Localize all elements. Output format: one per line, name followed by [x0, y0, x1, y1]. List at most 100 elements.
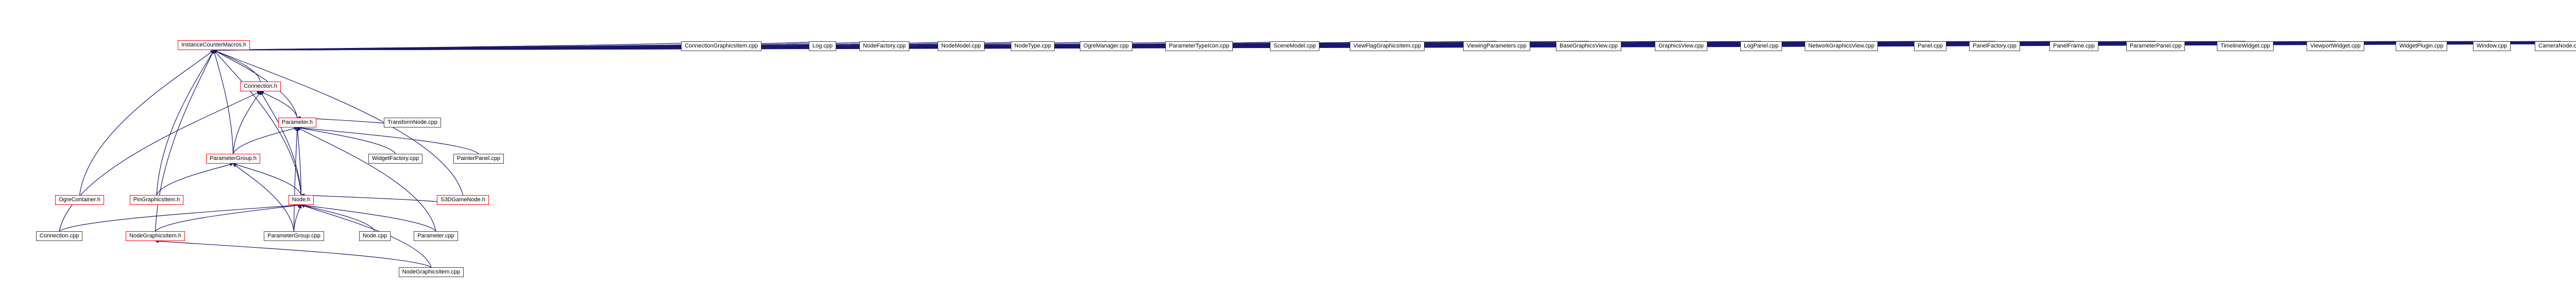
graph-edge: [213, 50, 261, 82]
graph-node-logpanel-cpp[interactable]: LogPanel.cpp: [1740, 41, 1782, 51]
graph-edge: [232, 163, 295, 232]
graph-node-viewingparameters-cpp[interactable]: ViewingParameters.cpp: [1463, 41, 1530, 51]
graph-node-log-cpp[interactable]: Log.cpp: [809, 41, 836, 51]
graph-node-parametertypeicon-cpp[interactable]: ParameterTypeIcon.cpp: [1165, 41, 1233, 51]
graph-edge: [295, 127, 302, 196]
graph-edge: [232, 163, 302, 196]
graph-node-connection-h[interactable]: Connection.h: [240, 82, 281, 91]
graph-node-label: GraphicsView.cpp: [1658, 43, 1704, 49]
graph-edge: [156, 163, 234, 196]
graph-node-label: ParameterGroup.cpp: [267, 233, 320, 239]
graph-node-label: InstanceCounterMacros.h: [181, 42, 246, 48]
graph-edge: [213, 41, 1033, 52]
graph-node-label: OgreContainer.h: [59, 197, 100, 203]
graph-node-label: WidgetPlugin.cpp: [2399, 43, 2444, 49]
graph-edge: [297, 126, 396, 154]
graph-node-label: ParameterPanel.cpp: [2129, 43, 2182, 49]
graph-edge: [297, 127, 436, 232]
graph-node-painterpanel-cpp[interactable]: PainterPanel.cpp: [453, 154, 504, 164]
graph-edge: [293, 127, 299, 232]
graph-node-node-h[interactable]: Node.h: [289, 195, 314, 205]
graph-edge: [213, 41, 722, 52]
graph-node-label: Connection.cpp: [39, 233, 79, 239]
graph-node-label: ConnectionGraphicsItem.cpp: [685, 43, 758, 49]
graph-node-label: PanelFrame.cpp: [2053, 43, 2095, 49]
graph-node-label: TimelineWidget.cpp: [2220, 43, 2270, 49]
graph-node-viewportwidget-cpp[interactable]: ViewportWidget.cpp: [2307, 41, 2364, 51]
graph-edge: [300, 204, 376, 232]
graph-node-ogrecontainer-h[interactable]: OgreContainer.h: [55, 195, 104, 205]
graph-node-connection-cpp[interactable]: Connection.cpp: [36, 231, 82, 241]
graph-node-label: ViewingParameters.cpp: [1467, 43, 1527, 49]
graph-node-label: NodeFactory.cpp: [863, 43, 906, 49]
graph-node-label: NodeType.cpp: [1014, 43, 1051, 49]
graph-node-label: NodeGraphicsItem.cpp: [402, 269, 461, 275]
graph-node-nodegraphicsitem-h[interactable]: NodeGraphicsItem.h: [126, 231, 185, 241]
graph-edge: [213, 50, 234, 154]
graph-node-label: SceneModel.cpp: [1274, 43, 1316, 49]
graph-node-panelframe-cpp[interactable]: PanelFrame.cpp: [2049, 41, 2098, 51]
graph-edge: [232, 91, 261, 154]
graph-edge: [232, 126, 298, 154]
graph-node-node-cpp[interactable]: Node.cpp: [359, 231, 391, 241]
graph-node-label: ViewportWidget.cpp: [2310, 43, 2361, 49]
graph-node-instancecountermacros-h[interactable]: InstanceCounterMacros.h: [178, 40, 250, 50]
graph-node-label: PainterPanel.cpp: [457, 155, 500, 162]
graph-node-label: BaseGraphicsView.cpp: [1560, 43, 1618, 49]
graph-node-pingraphicsitem-h[interactable]: PinGraphicsItem.h: [130, 195, 183, 205]
graph-node-label: ViewFlagGraphicsItem.cpp: [1353, 43, 1421, 49]
graph-node-label: NodeModel.cpp: [941, 43, 981, 49]
graph-node-label: ParameterTypeIcon.cpp: [1169, 43, 1229, 49]
graph-node-label: WidgetFactory.cpp: [372, 155, 419, 162]
graph-node-nodefactory-cpp[interactable]: NodeFactory.cpp: [859, 41, 909, 51]
graph-node-label: PinGraphicsItem.h: [133, 197, 180, 203]
graph-edge: [79, 50, 214, 196]
graph-node-label: TransformNode.cpp: [387, 119, 437, 125]
graph-node-label: Connection.h: [244, 83, 277, 89]
graph-node-label: Panel.cpp: [1918, 43, 1943, 49]
graph-node-parametergroup-cpp[interactable]: ParameterGroup.cpp: [264, 231, 324, 241]
graph-node-label: Node.h: [292, 197, 311, 203]
graph-node-connectiongraphicsitem-cpp[interactable]: ConnectionGraphicsItem.cpp: [681, 41, 761, 51]
graph-node-transformnode-cpp[interactable]: TransformNode.cpp: [384, 118, 441, 127]
graph-node-networkgraphicsview-cpp[interactable]: NetworkGraphicsView.cpp: [1805, 41, 1878, 51]
graph-node-label: Node.cpp: [362, 233, 387, 239]
graph-edge: [300, 203, 436, 232]
graph-node-label: NodeGraphicsItem.h: [129, 233, 181, 239]
graph-node-panelfactory-cpp[interactable]: PanelFactory.cpp: [1969, 41, 2020, 51]
graph-edge: [155, 203, 302, 232]
graph-node-parametergroup-h[interactable]: ParameterGroup.h: [206, 154, 260, 164]
graph-node-nodemodel-cpp[interactable]: NodeModel.cpp: [938, 41, 985, 51]
graph-node-label: Log.cpp: [812, 43, 833, 49]
graph-node-parameter-h[interactable]: Parameter.h: [278, 118, 316, 127]
graph-node-ogremanager-cpp[interactable]: OgreManager.cpp: [1080, 41, 1132, 51]
graph-node-parameterpanel-cpp[interactable]: ParameterPanel.cpp: [2126, 41, 2185, 51]
graph-node-nodegraphicsitem-cpp[interactable]: NodeGraphicsItem.cpp: [399, 267, 464, 277]
graph-node-label: CameraNode.cpp: [2538, 43, 2576, 49]
graph-node-label: LogPanel.cpp: [1743, 43, 1779, 49]
graph-node-viewflaggraphicsitem-cpp[interactable]: ViewFlagGraphicsItem.cpp: [1350, 41, 1425, 51]
graph-node-widgetplugin-cpp[interactable]: WidgetPlugin.cpp: [2396, 41, 2447, 51]
graph-node-label: NetworkGraphicsView.cpp: [1808, 43, 1875, 49]
graph-node-graphicsview-cpp[interactable]: GraphicsView.cpp: [1655, 41, 1707, 51]
graph-node-panel-cpp[interactable]: Panel.cpp: [1914, 41, 1946, 51]
graph-node-label: Window.cpp: [2476, 43, 2507, 49]
graph-node-timelinewidget-cpp[interactable]: TimelineWidget.cpp: [2217, 41, 2274, 51]
graph-node-cameranode-cpp[interactable]: CameraNode.cpp: [2535, 41, 2576, 51]
graph-edge: [213, 41, 2074, 52]
graph-node-label: PanelFactory.cpp: [1973, 43, 2016, 49]
graph-node-label: S3DGameNode.h: [440, 197, 485, 203]
graph-edge: [156, 50, 214, 196]
graph-edge: [213, 41, 885, 52]
graph-edge: [59, 203, 302, 232]
graph-node-s3dgamenode-h[interactable]: S3DGameNode.h: [437, 195, 489, 205]
graph-node-scenemodel-cpp[interactable]: SceneModel.cpp: [1270, 41, 1319, 51]
graph-node-nodetype-cpp[interactable]: NodeType.cpp: [1011, 41, 1055, 51]
graph-node-widgetfactory-cpp[interactable]: WidgetFactory.cpp: [368, 154, 422, 164]
graph-node-window-cpp[interactable]: Window.cpp: [2473, 41, 2511, 51]
graph-node-parameter-cpp[interactable]: Parameter.cpp: [414, 231, 458, 241]
graph-node-basegraphicsview-cpp[interactable]: BaseGraphicsView.cpp: [1556, 41, 1621, 51]
graph-node-label: Parameter.cpp: [417, 233, 454, 239]
graph-edge: [260, 91, 298, 118]
